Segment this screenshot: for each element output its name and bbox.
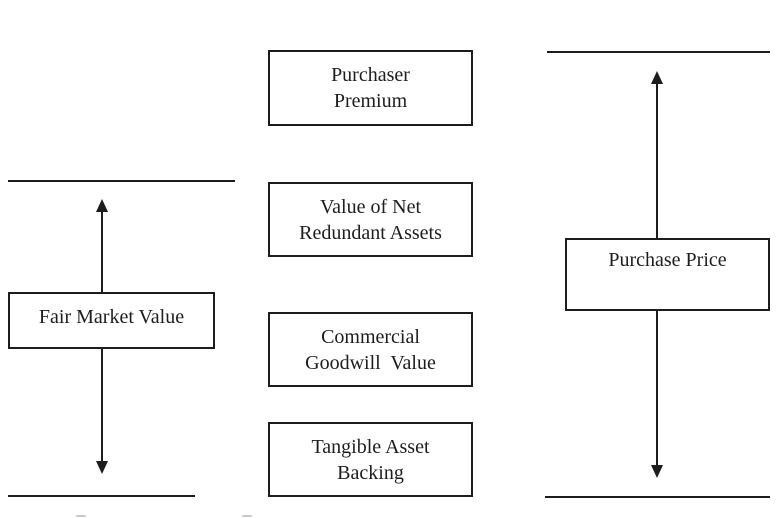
purchaser-premium-label-line2: Premium bbox=[333, 90, 408, 112]
commercial-goodwill-box: Commercial Goodwill Value bbox=[268, 312, 473, 387]
fmv-arrow-up-icon bbox=[96, 199, 108, 212]
net-redundant-assets-box: Value of Net Redundant Assets bbox=[268, 182, 473, 257]
price-upper-bound-line bbox=[547, 51, 770, 53]
fmv-lower-bound-line bbox=[8, 495, 195, 497]
purchase-price-label: Purchase Price bbox=[608, 249, 727, 271]
purchaser-premium-label-line1: Purchaser bbox=[331, 64, 410, 86]
commercial-goodwill-label-line2: Goodwill Value bbox=[305, 351, 436, 374]
fmv-upper-bound-line bbox=[8, 180, 235, 182]
purchaser-premium-box: Purchaser Premium bbox=[268, 50, 473, 126]
purchase-price-box: Purchase Price bbox=[565, 238, 770, 311]
cropped-text-artifact bbox=[76, 515, 86, 517]
commercial-goodwill-label-line1: Commercial bbox=[321, 325, 420, 348]
net-redundant-assets-label-line1: Value of Net bbox=[319, 195, 422, 218]
price-arrow-up-icon bbox=[651, 71, 663, 84]
cropped-text-artifact bbox=[242, 515, 252, 517]
tangible-asset-backing-box: Tangible Asset Backing bbox=[268, 422, 473, 497]
fair-market-value-box: Fair Market Value bbox=[8, 292, 215, 349]
price-arrow-down-icon bbox=[651, 465, 663, 478]
tangible-asset-backing-label-line1: Tangible Asset bbox=[311, 435, 430, 458]
fmv-arrow-down-icon bbox=[96, 461, 108, 474]
fair-market-value-label: Fair Market Value bbox=[38, 306, 185, 328]
tangible-asset-backing-label-line2: Backing bbox=[337, 461, 404, 484]
net-redundant-assets-label-line2: Redundant Assets bbox=[299, 221, 442, 244]
price-lower-bound-line bbox=[545, 496, 770, 498]
